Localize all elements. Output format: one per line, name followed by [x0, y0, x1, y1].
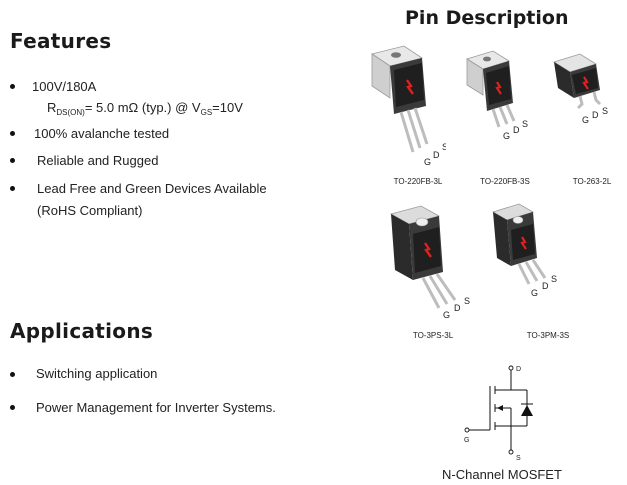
package-to220fb-3l: G D S [371, 45, 446, 167]
svg-text:G: G [464, 437, 469, 444]
mosfet-symbol-icon: D G S [464, 365, 533, 462]
application-switching: Switching application [36, 366, 158, 381]
bullet [10, 405, 15, 410]
svg-text:D: D [516, 366, 521, 373]
bullet [10, 158, 15, 163]
svg-text:S: S [442, 142, 446, 152]
package-to3pm-3s: G D S [491, 203, 557, 298]
svg-text:S: S [602, 106, 608, 116]
applications-title: Applications [10, 319, 154, 343]
package-to3ps-3l: G D S [389, 205, 470, 320]
feature-rugged: Reliable and Rugged [37, 153, 159, 168]
pin-description-title: Pin Description [405, 7, 569, 29]
svg-text:D: D [513, 125, 520, 135]
svg-text:G: G [443, 310, 450, 320]
features-title: Features [10, 29, 112, 53]
feature-rds-on: RDS(ON)= 5.0 mΩ (typ.) @ VGS=10V [47, 100, 243, 117]
svg-text:D: D [592, 110, 599, 120]
feature-avalanche: 100% avalanche tested [34, 126, 170, 141]
package-label: TO-220FB-3S [480, 177, 530, 186]
svg-text:D: D [454, 303, 461, 313]
svg-text:G: G [582, 115, 589, 125]
svg-text:G: G [531, 288, 538, 298]
package-to263-2l: G D S [553, 53, 608, 125]
svg-text:G: G [503, 131, 510, 140]
svg-text:S: S [522, 119, 528, 129]
svg-text:D: D [542, 281, 549, 291]
svg-text:S: S [516, 455, 521, 462]
feature-lead-free: Lead Free and Green Devices Available [37, 181, 267, 196]
feature-rating: 100V/180A [32, 79, 97, 94]
svg-text:S: S [464, 296, 470, 306]
bullet [10, 372, 15, 377]
package-label: TO-220FB-3L [393, 177, 443, 186]
bullet [10, 186, 15, 191]
mosfet-caption: N-Channel MOSFET [442, 467, 562, 482]
bullet [10, 84, 15, 89]
svg-text:S: S [551, 274, 557, 284]
package-to220fb-3s: G D S [466, 50, 528, 140]
package-label: TO-3PS-3L [412, 331, 454, 340]
package-label: TO-3PM-3S [526, 331, 570, 340]
package-label: TO-263-2L [572, 177, 612, 186]
feature-rohs: (RoHS Compliant) [37, 203, 143, 218]
bullet [10, 131, 15, 136]
svg-text:G: G [424, 157, 431, 167]
application-inverter: Power Management for Inverter Systems. [36, 400, 276, 415]
svg-text:D: D [433, 150, 440, 160]
